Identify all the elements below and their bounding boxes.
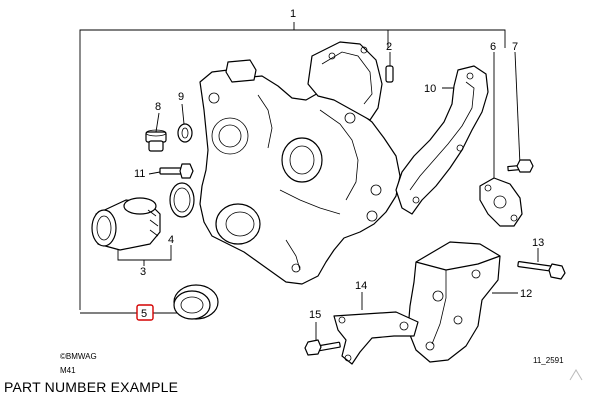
callout-14[interactable]: 14 bbox=[355, 280, 367, 292]
callout-5[interactable]: 5 bbox=[141, 308, 147, 320]
callout-8[interactable]: 8 bbox=[155, 101, 161, 113]
callout-numbers: 1 2 6 7 10 8 9 11 4 3 13 14 12 15 5 bbox=[134, 8, 544, 321]
callout-10[interactable]: 10 bbox=[424, 83, 436, 95]
sealing-ring-9 bbox=[177, 123, 193, 143]
strap-14 bbox=[333, 311, 419, 365]
leader-lines bbox=[79, 22, 539, 342]
bolt-15 bbox=[304, 339, 341, 356]
callout-15[interactable]: 15 bbox=[309, 309, 321, 321]
callout-2[interactable]: 2 bbox=[386, 41, 392, 53]
callout-6[interactable]: 6 bbox=[490, 41, 496, 53]
dowel-pin bbox=[385, 65, 394, 83]
screw-plug-8 bbox=[145, 129, 167, 152]
callout-13[interactable]: 13 bbox=[532, 237, 544, 249]
mounting-plate-6 bbox=[479, 177, 523, 227]
callout-3[interactable]: 3 bbox=[140, 266, 146, 278]
engine-code: M41 bbox=[60, 366, 76, 375]
callout-11[interactable]: 11 bbox=[134, 168, 145, 180]
bolt-11 bbox=[159, 163, 194, 179]
callout-4[interactable]: 4 bbox=[168, 234, 174, 246]
callout-1[interactable]: 1 bbox=[290, 8, 296, 20]
callout-12[interactable]: 12 bbox=[520, 288, 532, 300]
shaft-seal-5 bbox=[173, 284, 219, 320]
timing-case-cover bbox=[199, 59, 401, 285]
corner-mark-icon bbox=[569, 369, 583, 381]
o-ring-4 bbox=[169, 182, 195, 218]
threaded-sleeve-3 bbox=[91, 197, 161, 251]
gasket-10 bbox=[395, 65, 489, 215]
callout-5-highlight-box bbox=[136, 304, 154, 321]
figure-id: 11_2591 bbox=[533, 356, 564, 365]
bolt-13 bbox=[517, 261, 566, 280]
callout-7[interactable]: 7 bbox=[512, 41, 518, 53]
callout-9[interactable]: 9 bbox=[178, 91, 184, 103]
gasket-upper bbox=[307, 41, 383, 121]
copyright-mark: ©BMWAG bbox=[60, 352, 97, 361]
bracket-12 bbox=[407, 241, 501, 363]
bolt-7 bbox=[507, 159, 534, 173]
caption-text: PART NUMBER EXAMPLE bbox=[4, 379, 179, 395]
